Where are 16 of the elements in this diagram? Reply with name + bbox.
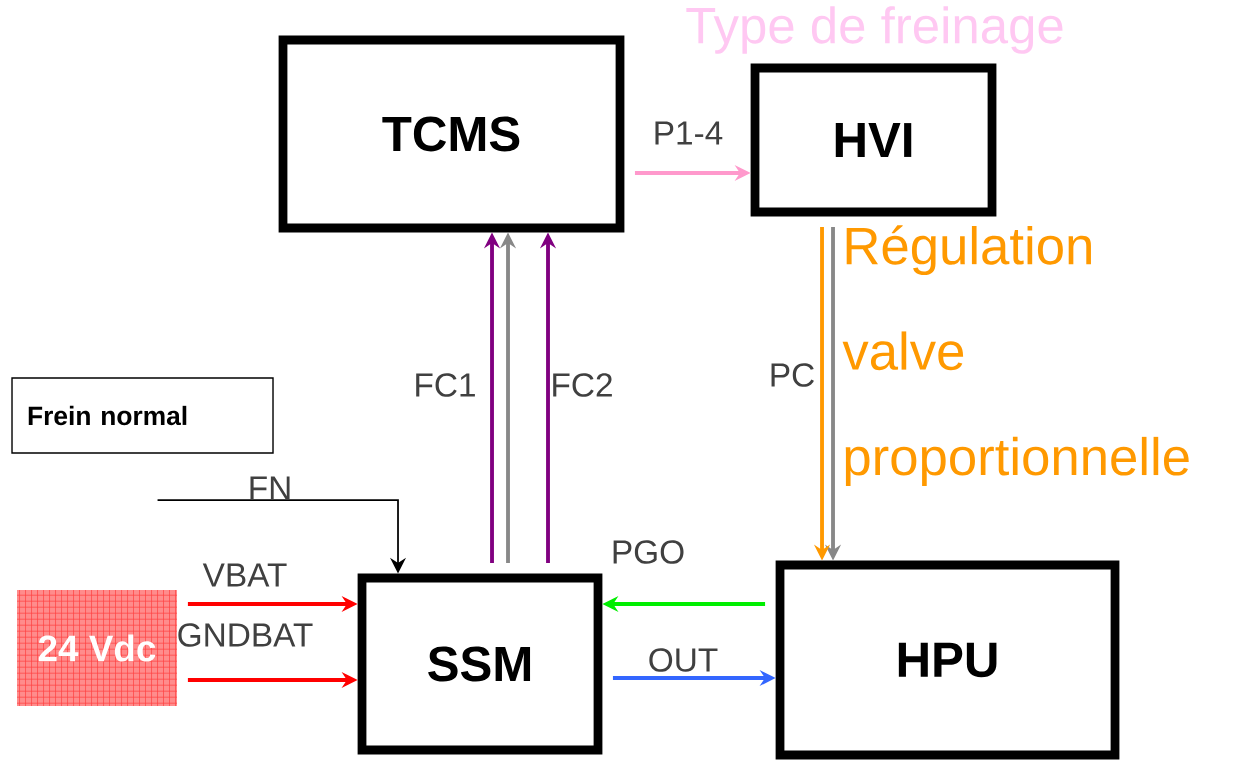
block-box: HPU bbox=[775, 560, 1120, 760]
edge-label: FC2 bbox=[553, 373, 612, 397]
edge-label: FC1 bbox=[416, 373, 475, 397]
block-box: HVI bbox=[750, 63, 997, 217]
edge-label: PGO bbox=[613, 540, 684, 564]
block-box: TCMS bbox=[278, 35, 625, 233]
edge-label: PC bbox=[771, 363, 814, 387]
edge-label: Régulation valve proportionnelle bbox=[842, 225, 1189, 486]
power-supply-box: 24 Vdc bbox=[17, 590, 177, 706]
block-box: SSM bbox=[357, 573, 603, 755]
note-box: Frein normal bbox=[11, 377, 274, 454]
edge-label: GNDBAT bbox=[178, 623, 313, 647]
edge-label: P1-4 bbox=[655, 121, 723, 145]
edge-label: OUT bbox=[649, 648, 718, 672]
edge-label: VBAT bbox=[202, 563, 287, 587]
edge-label: FN bbox=[250, 476, 290, 500]
